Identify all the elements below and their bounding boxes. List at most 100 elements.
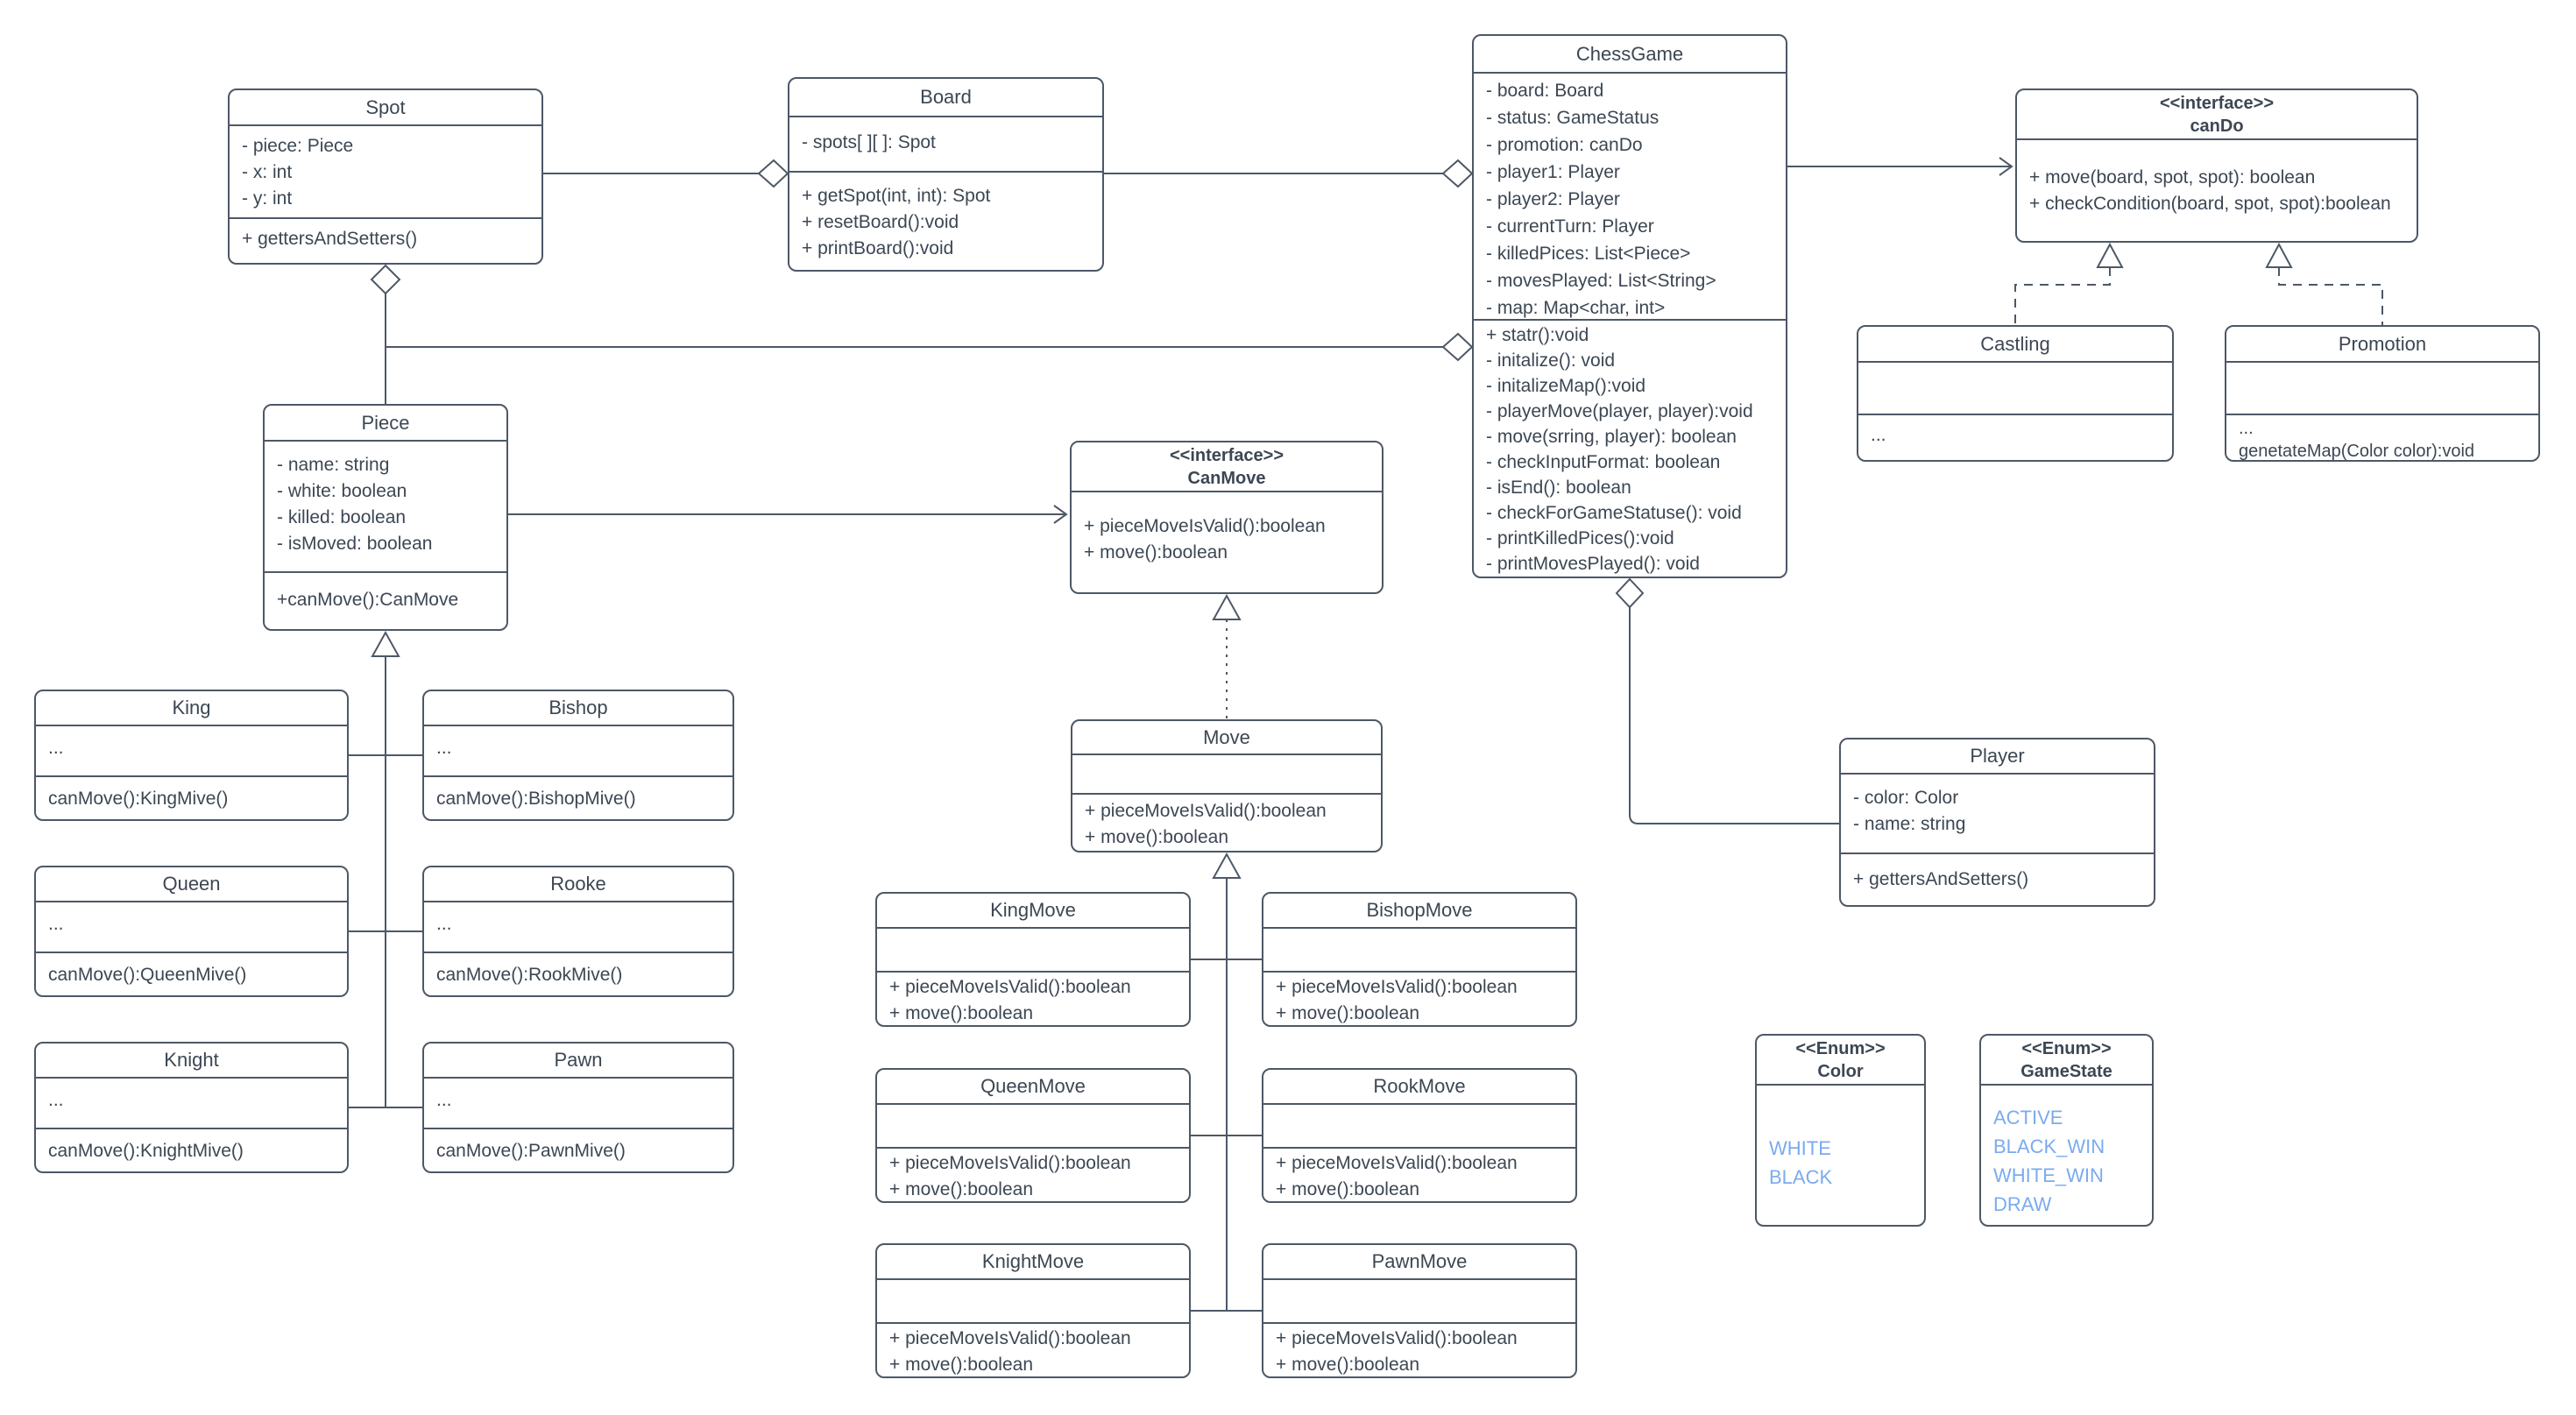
- methods-section: + getSpot(int, int): Spot+ resetBoard():…: [789, 173, 1102, 270]
- class-castling[interactable]: Castling...: [1857, 325, 2174, 462]
- class-bishop[interactable]: Bishop...canMove():BishopMive(): [422, 690, 734, 821]
- methods-section: ...: [1858, 415, 2172, 460]
- method-row: ...: [2239, 419, 2254, 438]
- attribute-row: - white: boolean: [277, 481, 407, 501]
- methods-section: + pieceMoveIsValid():boolean+ move():boo…: [877, 973, 1189, 1025]
- method-row: canMove():PawnMive(): [436, 1141, 626, 1161]
- class-cando[interactable]: <<interface>>canDo+ move(board, spot, sp…: [2015, 88, 2418, 243]
- class-rooke[interactable]: Rooke...canMove():RookMive(): [422, 866, 734, 997]
- class-bishopmove[interactable]: BishopMove+ pieceMoveIsValid():boolean+ …: [1262, 892, 1577, 1027]
- attributes-section: ...: [424, 902, 732, 953]
- class-piece[interactable]: Piece- name: string- white: boolean- kil…: [263, 404, 508, 631]
- method-row: - printMovesPlayed(): void: [1486, 554, 1700, 574]
- method-row: + pieceMoveIsValid():boolean: [889, 1153, 1131, 1173]
- method-row: + move():boolean: [1085, 827, 1229, 847]
- connector-board-chessgame-aggregation[interactable]: [1104, 160, 1472, 187]
- attribute-row: - player1: Player: [1486, 162, 1620, 182]
- connector-piece-canmove-association[interactable]: [508, 506, 1066, 523]
- connector-moves-generalization[interactable]: [1191, 854, 1262, 1311]
- method-row: + pieceMoveIsValid():boolean: [889, 977, 1131, 997]
- class-queenmove[interactable]: QueenMove+ pieceMoveIsValid():boolean+ m…: [875, 1068, 1191, 1203]
- class-title: Piece: [265, 406, 506, 442]
- class-rookmove[interactable]: RookMove+ pieceMoveIsValid():boolean+ mo…: [1262, 1068, 1577, 1203]
- class-title: PawnMove: [1263, 1245, 1575, 1280]
- methods-section: + statr():void- initalize(): void- inita…: [1474, 321, 1786, 577]
- class-title: Spot: [230, 90, 541, 126]
- method-row: + pieceMoveIsValid():boolean: [1276, 1328, 1518, 1348]
- connector-move-canmove-realization[interactable]: [1214, 596, 1240, 719]
- method-row: canMove():KingMive(): [48, 789, 229, 809]
- class-spot[interactable]: Spot- piece: Piece- x: int- y: int+ gett…: [228, 88, 543, 265]
- class-promotion[interactable]: Promotion... genetateMap(Color color):voi…: [2225, 325, 2540, 462]
- class-title: Board: [789, 79, 1102, 117]
- class-knightmove[interactable]: KnightMove+ pieceMoveIsValid():boolean+ …: [875, 1243, 1191, 1378]
- method-row: + checkCondition(board, spot, spot):bool…: [2029, 194, 2391, 214]
- attribute-row: - currentTurn: Player: [1486, 216, 1654, 237]
- class-name: CanMove: [1187, 468, 1266, 488]
- class-board[interactable]: Board- spots[ ][ ]: Spot+ getSpot(int, i…: [788, 77, 1104, 272]
- methods-section: canMove():KnightMive(): [36, 1129, 347, 1171]
- class-queen[interactable]: Queen...canMove():QueenMive(): [34, 866, 349, 997]
- methods-section: ... genetateMap(Color color):void: [2226, 415, 2538, 461]
- methods-section: canMove():QueenMive(): [36, 953, 347, 995]
- method-row: ...: [1871, 425, 1886, 445]
- attribute-row: - x: int: [242, 162, 293, 182]
- attribute-row: - status: GameStatus: [1486, 108, 1660, 128]
- stereotype-label: <<interface>>: [2159, 93, 2275, 113]
- class-player[interactable]: Player- color: Color- name: string+ gett…: [1839, 738, 2155, 907]
- connector-piece-spot-aggregation[interactable]: [372, 265, 400, 404]
- enum-value: DRAW: [1993, 1193, 2052, 1215]
- class-title: KingMove: [877, 894, 1189, 929]
- class-knight[interactable]: Knight...canMove():KnightMive(): [34, 1042, 349, 1173]
- methods-section: + pieceMoveIsValid():boolean + move():boo…: [1263, 1324, 1575, 1376]
- connector-piece-chessgame-aggregation[interactable]: [386, 334, 1472, 360]
- method-row: - checkForGameStatuse(): void: [1486, 503, 1742, 523]
- class-pawnmove[interactable]: PawnMove + pieceMoveIsValid():boolean + mo…: [1262, 1243, 1577, 1378]
- methods-section: + pieceMoveIsValid():boolean+ move():boo…: [877, 1324, 1189, 1376]
- method-row: - printKilledPices():void: [1486, 528, 1674, 548]
- connector-spot-board-aggregation[interactable]: [543, 160, 788, 187]
- connector-castling-cando-realization[interactable]: [2015, 244, 2122, 325]
- stereotype-label: <<interface>>: [1169, 445, 1284, 465]
- attribute-row: ...: [436, 914, 452, 934]
- methods-section: + pieceMoveIsValid():boolean+ move():boo…: [877, 1149, 1189, 1201]
- method-row: - isEnd(): boolean: [1486, 478, 1631, 498]
- attribute-row: - board: Board: [1486, 81, 1604, 101]
- class-pawn[interactable]: Pawn...canMove():PawnMive(): [422, 1042, 734, 1173]
- attributes-section: [1263, 1105, 1575, 1149]
- class-title: Move: [1072, 721, 1381, 755]
- attributes-section: [877, 1105, 1189, 1149]
- class-canmove[interactable]: <<interface>>CanMove+ pieceMoveIsValid()…: [1070, 441, 1384, 594]
- method-row: + move():boolean: [1276, 1355, 1420, 1375]
- connector-chessgame-cando-association[interactable]: [1787, 158, 2012, 175]
- methods-section: + move(board, spot, spot): boolean+ chec…: [2017, 140, 2417, 241]
- methods-section: canMove():RookMive(): [424, 953, 732, 995]
- connector-promotion-cando-realization[interactable]: [2267, 244, 2382, 325]
- attribute-row: ...: [436, 738, 452, 758]
- attributes-section: [1263, 929, 1575, 973]
- class-chessgame[interactable]: ChessGame- board: Board- status: GameSta…: [1472, 34, 1787, 578]
- attributes-section: [1072, 755, 1381, 795]
- class-move[interactable]: Move+ pieceMoveIsValid():boolean+ move()…: [1071, 719, 1383, 853]
- method-row: + pieceMoveIsValid():boolean: [1276, 1153, 1518, 1173]
- attribute-row: - map: Map<char, int>: [1486, 298, 1666, 318]
- methods-section: + gettersAndSetters(): [1841, 854, 2154, 905]
- connector-pieces-generalization[interactable]: [349, 633, 422, 1107]
- methods-section: +canMove():CanMove: [265, 573, 506, 629]
- class-kingmove[interactable]: KingMove + pieceMoveIsValid():boolean+ mo…: [875, 892, 1191, 1027]
- class-title: Bishop: [424, 691, 732, 726]
- connector-player-chessgame-aggregation[interactable]: [1617, 579, 1839, 824]
- class-title: Pawn: [424, 1044, 732, 1079]
- class-title: Promotion: [2226, 327, 2538, 363]
- method-row: genetateMap(Color color):void: [2239, 442, 2475, 461]
- method-row: - initalize(): void: [1486, 350, 1616, 371]
- method-row: + gettersAndSetters(): [242, 229, 418, 249]
- enum-value: BLACK_WIN: [1993, 1136, 2105, 1157]
- class-king[interactable]: King...canMove():KingMive(): [34, 690, 349, 821]
- method-row: + gettersAndSetters(): [1853, 869, 2029, 889]
- method-row: - move(srring, player): boolean: [1486, 427, 1737, 447]
- class-title: King: [36, 691, 347, 726]
- class-name: Color: [1817, 1061, 1864, 1081]
